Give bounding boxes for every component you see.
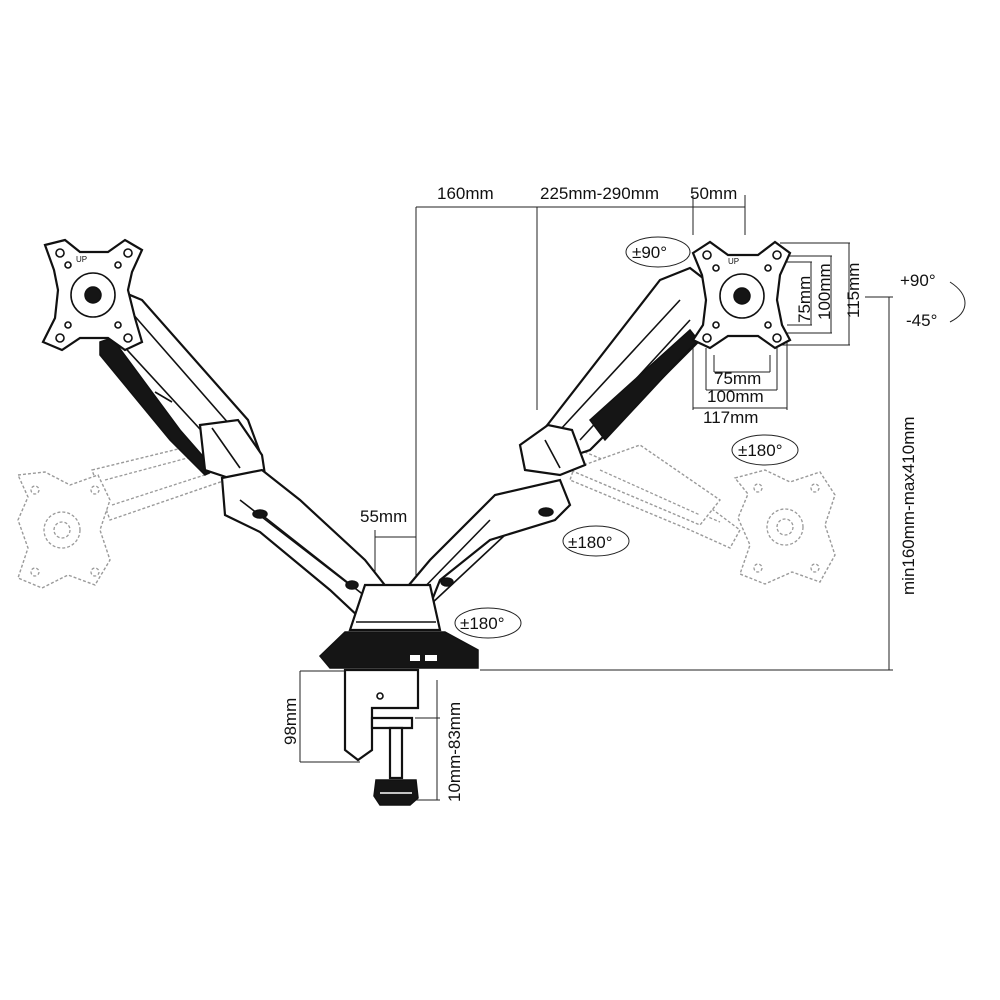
- left-upper-arm: [99, 288, 267, 482]
- usb-port: [410, 655, 420, 661]
- swivel-badge-head: ±180°: [731, 434, 799, 466]
- audio-port: [425, 655, 437, 661]
- swivel-badge-arm: ±180°: [562, 525, 630, 557]
- svg-text:±180°: ±180°: [460, 614, 505, 633]
- label-arm-reach: 160mm: [437, 184, 494, 203]
- label-clamp-height: 98mm: [281, 698, 300, 745]
- label-vesa-outer: 100mm: [707, 387, 764, 406]
- svg-text:±180°: ±180°: [738, 441, 783, 460]
- svg-text:±180°: ±180°: [568, 533, 613, 552]
- right-plate-up-label: UP: [728, 257, 739, 266]
- svg-text:±90°: ±90°: [632, 243, 667, 262]
- label-plate-width: 117mm: [703, 408, 758, 427]
- right-vesa-plate: UP: [691, 240, 792, 350]
- label-tilt-up: +90°: [900, 271, 936, 290]
- left-plate-up-label: UP: [76, 255, 87, 264]
- rotate-badge-plate: ±90°: [625, 236, 691, 268]
- label-vesa-inner-vertical: 75mm: [795, 276, 814, 323]
- right-upper-arm: [518, 266, 714, 477]
- label-post-width: 55mm: [360, 507, 407, 526]
- label-arm-extension: 225mm-290mm: [540, 184, 659, 203]
- label-plate-height: 115mm: [844, 263, 863, 318]
- label-height-range: min160mm-max410mm: [899, 416, 918, 595]
- tilt-arc: [949, 281, 966, 323]
- ghost-left-vesa-plate: [16, 471, 111, 589]
- label-desk-thickness: 10mm-83mm: [445, 702, 464, 802]
- label-offset: 50mm: [690, 184, 737, 203]
- dimension-lines: [299, 195, 893, 801]
- ghost-right-arm-lower: [568, 444, 722, 526]
- desk-clamp: [343, 668, 420, 806]
- swivel-badge-base: ±180°: [454, 607, 522, 639]
- label-vesa-outer-vertical: 100mm: [815, 263, 834, 320]
- left-vesa-plate: UP: [41, 238, 144, 352]
- base: [318, 631, 479, 669]
- ghost-right-vesa-plate: [733, 469, 836, 585]
- label-vesa-inner: 75mm: [714, 369, 761, 388]
- center-post: [348, 583, 442, 632]
- label-tilt-down: -45°: [906, 311, 937, 330]
